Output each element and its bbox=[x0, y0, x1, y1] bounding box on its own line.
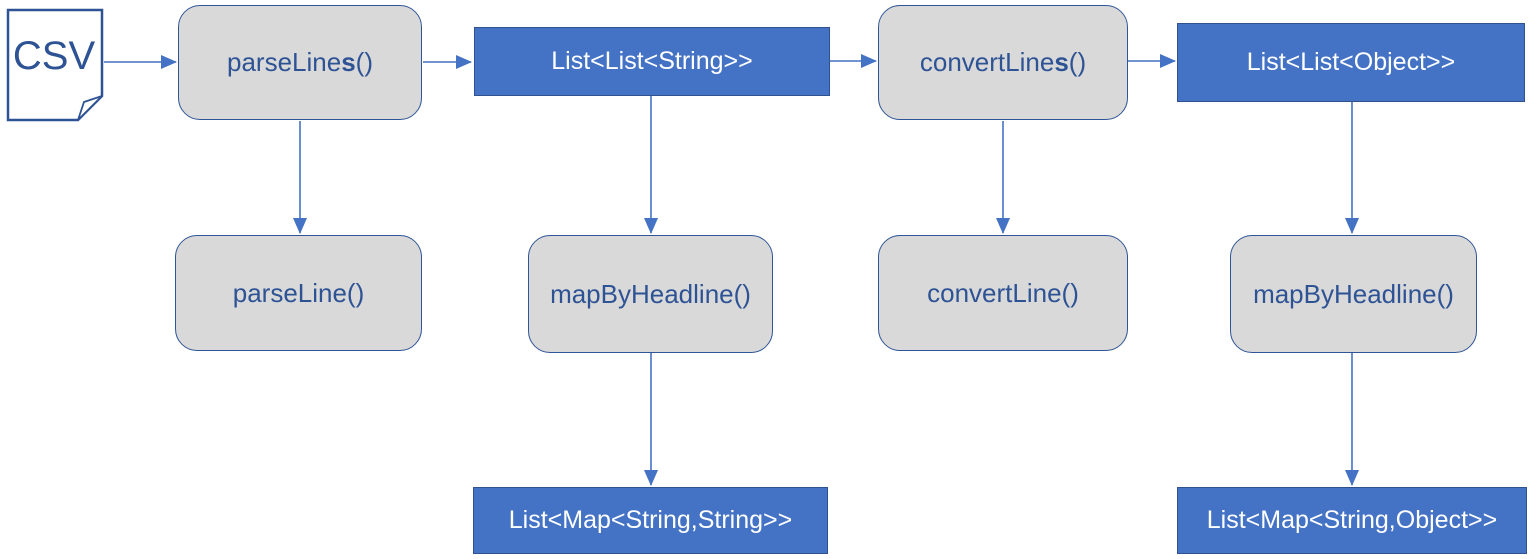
node-convert-line-label: convertLine() bbox=[927, 277, 1079, 308]
node-parse-line-label: parseLine() bbox=[232, 277, 365, 308]
node-convert-line: convertLine() bbox=[878, 235, 1128, 351]
node-list-list-object-label: List<List<Object>> bbox=[1246, 48, 1456, 76]
csv-label: CSV bbox=[12, 34, 96, 78]
node-list-map-string-string: List<Map<String,String>> bbox=[473, 487, 828, 554]
node-list-map-string-object: List<Map<String,Object>> bbox=[1177, 487, 1527, 554]
node-convert-lines-label: convertLines() bbox=[919, 47, 1087, 77]
document-icon bbox=[6, 8, 104, 122]
node-parse-line: parseLine() bbox=[175, 235, 422, 351]
node-map-by-headline-1-label: mapByHeadline() bbox=[550, 278, 751, 309]
node-map-by-headline-2-label: mapByHeadline() bbox=[1253, 278, 1454, 309]
node-map-by-headline-2: mapByHeadline() bbox=[1230, 235, 1477, 353]
node-parse-lines: parseLines() bbox=[178, 5, 422, 120]
node-map-by-headline-1: mapByHeadline() bbox=[528, 235, 773, 353]
node-list-list-object: List<List<Object>> bbox=[1177, 23, 1525, 102]
node-list-map-string-object-label: List<Map<String,Object>> bbox=[1206, 506, 1498, 534]
node-list-map-string-string-label: List<Map<String,String>> bbox=[508, 506, 793, 534]
csv-document: CSV bbox=[6, 8, 106, 122]
node-list-list-string-label: List<List<String>> bbox=[551, 47, 753, 75]
node-list-list-string: List<List<String>> bbox=[474, 27, 830, 96]
node-parse-lines-label: parseLines() bbox=[227, 47, 373, 77]
node-convert-lines: convertLines() bbox=[878, 5, 1128, 120]
